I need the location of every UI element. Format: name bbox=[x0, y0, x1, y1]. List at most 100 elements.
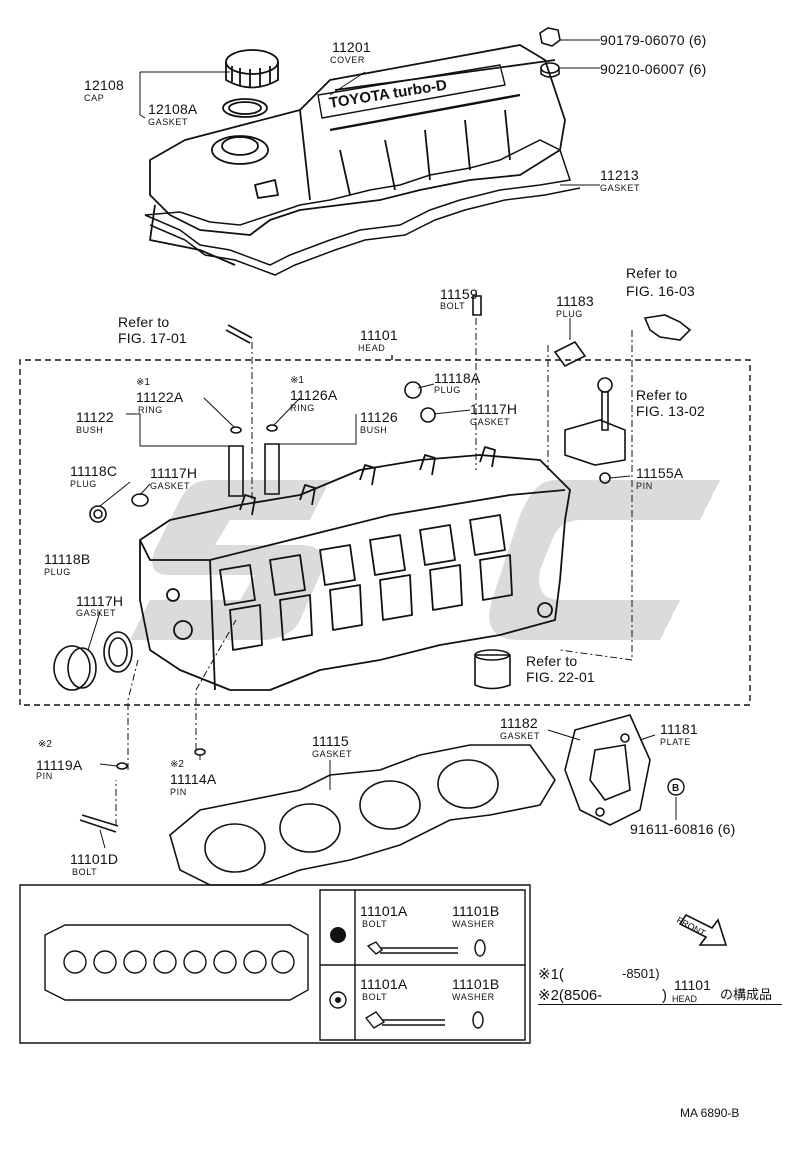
projection-lines bbox=[115, 318, 633, 826]
gasket-11182-number: 11182 bbox=[500, 715, 538, 731]
head-bolt-number: 11159 bbox=[440, 286, 478, 302]
plate-11181-number: 11181 bbox=[660, 721, 698, 737]
note-line2-close: ) bbox=[662, 987, 667, 1004]
head-gasket-number: 11115 bbox=[312, 733, 349, 749]
plate-11181-name: PLATE bbox=[660, 737, 691, 747]
bush-a-number: 11122 bbox=[76, 409, 114, 425]
pins-drawing bbox=[79, 324, 253, 833]
pin-11119a-name: PIN bbox=[36, 771, 53, 781]
pin-11119a-mark: ※2 bbox=[38, 739, 52, 750]
fig13-link[interactable]: FIG. 13-02 bbox=[636, 403, 705, 419]
note-line1-range: -8501) bbox=[622, 966, 660, 981]
stud-11101d-name: BOLT bbox=[72, 867, 98, 877]
gasket-11117h-a-number: 11117H bbox=[470, 401, 518, 417]
front-arrow-icon bbox=[678, 913, 728, 946]
note-part-name: HEAD bbox=[672, 994, 698, 1004]
footer-code: MA 6890-B bbox=[680, 1106, 740, 1120]
plug-11118a-name: PLUG bbox=[434, 385, 461, 395]
note-line1-mark: ※1( bbox=[538, 966, 564, 983]
gasket-11182-name: GASKET bbox=[500, 731, 541, 741]
legend-symbols bbox=[329, 927, 347, 1009]
plate-drawing bbox=[564, 714, 651, 826]
bush-drawing bbox=[228, 424, 280, 497]
pin-11114a-mark: ※2 bbox=[170, 759, 184, 770]
ring-a-number: 11122A bbox=[136, 389, 184, 405]
legend-frames bbox=[19, 884, 531, 1044]
cap-number: 12108 bbox=[84, 77, 124, 93]
plug-11118a-number: 11118A bbox=[434, 370, 481, 386]
cover-gasket-name: GASKET bbox=[600, 183, 641, 193]
cap-name: CAP bbox=[84, 93, 105, 103]
seal-washer-number: 90210-06007 (6) bbox=[600, 61, 707, 77]
gasket-11117h-b-name: GASKET bbox=[150, 481, 191, 491]
pin-11119a-number: 11119A bbox=[36, 757, 83, 773]
ring-b-name: RING bbox=[290, 403, 315, 413]
plug-11118c-name: PLUG bbox=[70, 479, 97, 489]
fig16-line1[interactable]: Refer to bbox=[626, 265, 678, 281]
bolt-91611-number: 91611-60816 (6) bbox=[630, 821, 736, 837]
fig17-line1[interactable]: Refer to bbox=[118, 314, 170, 330]
cylinder-head-drawing bbox=[139, 446, 571, 691]
gasket-11117h-c-name: GASKET bbox=[76, 608, 117, 618]
plug-11183-number: 11183 bbox=[556, 293, 594, 309]
legend-bolts bbox=[364, 939, 486, 1029]
fig16-link[interactable]: FIG. 16-03 bbox=[626, 283, 695, 299]
marker-b-text: B bbox=[672, 783, 679, 794]
legend-row1-washer-number: 11101B bbox=[452, 903, 500, 919]
cover-number: 11201 bbox=[332, 39, 371, 55]
legend-row1-bolt-number: 11101A bbox=[360, 903, 408, 919]
fig22-line1[interactable]: Refer to bbox=[526, 653, 578, 669]
pin-11155a-number: 11155A bbox=[636, 465, 684, 481]
plug-11118b-name: PLUG bbox=[44, 567, 71, 577]
gasket-11117h-b-number: 11117H bbox=[150, 465, 198, 481]
nut-number: 90179-06070 (6) bbox=[600, 32, 707, 48]
head-number: 11101 bbox=[360, 327, 398, 343]
right-parts-drawing bbox=[404, 295, 692, 690]
head-name: HEAD bbox=[358, 343, 386, 353]
head-gasket-name: GASKET bbox=[312, 749, 353, 759]
note-underline bbox=[538, 1004, 782, 1005]
gasket-11117h-a-name: GASKET bbox=[470, 417, 511, 427]
plug-11183-name: PLUG bbox=[556, 309, 583, 319]
legend-row1-washer-name: WASHER bbox=[452, 919, 495, 929]
pin-11155a-name: PIN bbox=[636, 481, 653, 491]
nut-washer-drawing bbox=[539, 27, 561, 78]
fig17-link[interactable]: FIG. 17-01 bbox=[118, 330, 187, 346]
leader-lines bbox=[87, 39, 677, 849]
gasket-11117h-c-number: 11117H bbox=[76, 593, 124, 609]
plug-11118c-number: 11118C bbox=[70, 463, 118, 479]
ring-a-name: RING bbox=[138, 405, 163, 415]
bush-a-name: BUSH bbox=[76, 425, 104, 435]
left-plugs-drawing bbox=[53, 493, 149, 691]
oil-cap-drawing bbox=[222, 49, 279, 118]
legend-row2-washer-number: 11101B bbox=[452, 976, 500, 992]
fig22-link[interactable]: FIG. 22-01 bbox=[526, 669, 595, 685]
plug-11118b-number: 11118B bbox=[44, 551, 91, 567]
cap-gasket-name: GASKET bbox=[148, 117, 189, 127]
note-part-number: 11101 bbox=[674, 977, 711, 993]
legend-row2-bolt-number: 11101A bbox=[360, 976, 408, 992]
note-suffix: の構成品 bbox=[720, 987, 773, 1002]
valve-cover-drawing bbox=[149, 44, 566, 266]
cap-gasket-number: 12108A bbox=[148, 101, 198, 117]
bush-b-number: 11126 bbox=[360, 409, 398, 425]
cover-name: COVER bbox=[330, 55, 366, 65]
fig13-line1[interactable]: Refer to bbox=[636, 387, 688, 403]
legend-row1-bolt-name: BOLT bbox=[362, 919, 388, 929]
head-bolt-name: BOLT bbox=[440, 301, 466, 311]
marker-b-icon bbox=[667, 778, 685, 796]
stud-11101d-number: 11101D bbox=[70, 851, 119, 867]
ring-b-number: 11126A bbox=[290, 387, 338, 403]
head-gasket-drawing bbox=[169, 744, 556, 886]
legend-row2-washer-name: WASHER bbox=[452, 992, 495, 1002]
legend-row2-bolt-name: BOLT bbox=[362, 992, 388, 1002]
ring-a-mark: ※1 bbox=[136, 377, 150, 388]
pin-11114a-name: PIN bbox=[170, 787, 187, 797]
bush-b-name: BUSH bbox=[360, 425, 388, 435]
cover-gasket-drawing bbox=[144, 139, 581, 276]
legend-head-drawing bbox=[44, 924, 309, 1001]
pin-11114a-number: 11114A bbox=[170, 771, 217, 787]
cover-gasket-number: 11213 bbox=[600, 167, 639, 183]
